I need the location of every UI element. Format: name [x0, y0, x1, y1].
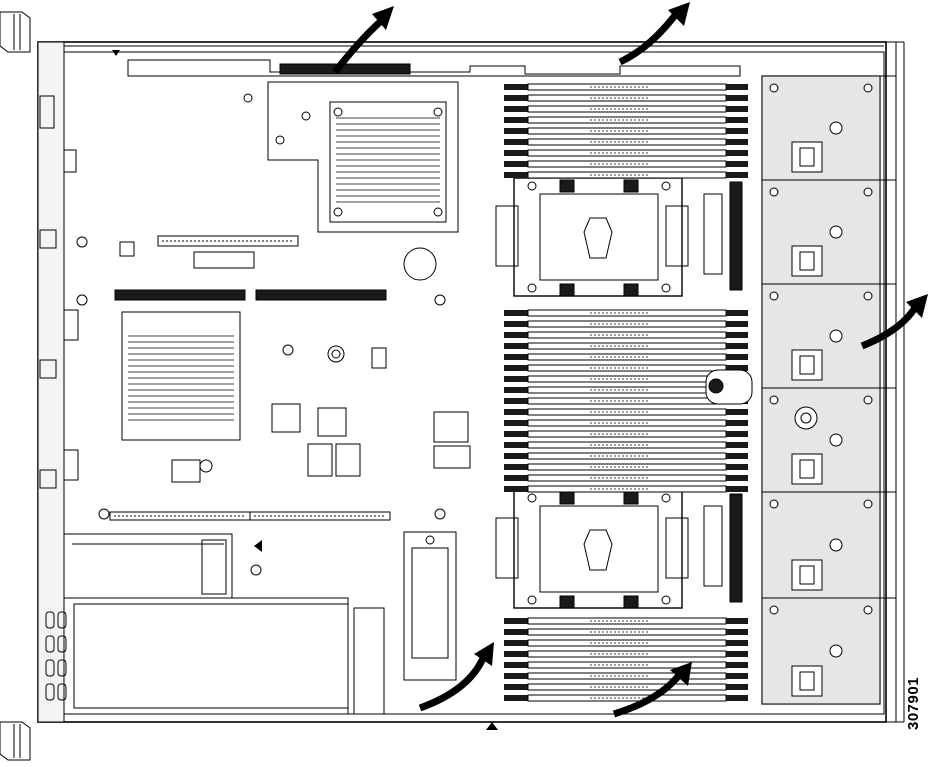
fan-module [761, 179, 896, 285]
mlom-area [267, 81, 459, 233]
fan-module [761, 283, 896, 389]
dimm-slot [504, 419, 748, 427]
dimm-slot [504, 105, 748, 113]
pch-heatsink [121, 311, 241, 441]
fan-cable-clip [705, 369, 753, 405]
top-rail [64, 41, 905, 723]
dimm-slot [504, 94, 748, 102]
dimm-slot [504, 617, 748, 625]
alignment-markers [112, 50, 498, 730]
fan-module [761, 491, 896, 599]
fan-module [761, 597, 896, 705]
dimm-slot [504, 661, 748, 669]
dimm-slot [504, 171, 748, 179]
dimm-slot [504, 474, 748, 482]
dimm-side-connectors [703, 181, 743, 603]
fan-modules [761, 75, 896, 705]
figure-id-label: 307901 [905, 676, 922, 730]
airflow-arrow-bottom-left [418, 642, 494, 712]
dimm-slot [504, 160, 748, 168]
dimm-slot [504, 364, 748, 372]
dimm-slot [504, 441, 748, 449]
dimm-slot [504, 331, 748, 339]
cpu-socket-2 [495, 489, 689, 609]
mounting-holes [76, 93, 446, 576]
airflow-arrow-top-left [332, 6, 394, 75]
dimm-slot [504, 408, 748, 416]
dimm-slot [504, 639, 748, 647]
dimm-slot [504, 672, 748, 680]
coin-battery [403, 247, 437, 281]
dimm-slot [504, 452, 748, 460]
dimm-slot [504, 650, 748, 658]
airflow-arrow-bottom-right [612, 662, 692, 718]
riser-board-top [127, 59, 741, 77]
pcie-slot-horizontal [157, 235, 299, 247]
pcie-slots-bottom [109, 511, 391, 521]
dimm-bank-top [504, 83, 748, 179]
dimm-slot [504, 320, 748, 328]
dimm-slot [504, 149, 748, 157]
dimm-slot [504, 485, 748, 493]
dimm-slot [504, 463, 748, 471]
dimm-slot [504, 628, 748, 636]
dimm-slot [504, 83, 748, 91]
chassis-outline [37, 41, 905, 723]
dimm-slot [504, 694, 748, 702]
fan-module [761, 75, 896, 181]
dimm-slot [504, 309, 748, 317]
pcie-connectors-black [114, 289, 387, 301]
power-supply-bay [45, 533, 349, 715]
front-panel-connectors [39, 95, 79, 489]
dimm-slot [504, 430, 748, 438]
dimm-slot [504, 138, 748, 146]
dimm-slot [504, 116, 748, 124]
dimm-slot [504, 353, 748, 361]
dimm-bank-middle [504, 309, 748, 493]
dimm-slot [504, 127, 748, 135]
front-handle-bottom [0, 721, 31, 761]
airflow-arrow-top-right [618, 2, 690, 66]
fan-latch-knob [794, 406, 818, 430]
fan-module [761, 387, 896, 493]
raid-controller [353, 531, 457, 715]
dimm-slot [504, 683, 748, 691]
dimm-slot [504, 342, 748, 350]
onboard-chips [119, 241, 471, 483]
front-handle-top [0, 11, 31, 53]
airflow-arrow-right [860, 294, 928, 350]
cpu-socket-1 [495, 177, 689, 297]
dimm-bank-bottom [504, 617, 748, 702]
